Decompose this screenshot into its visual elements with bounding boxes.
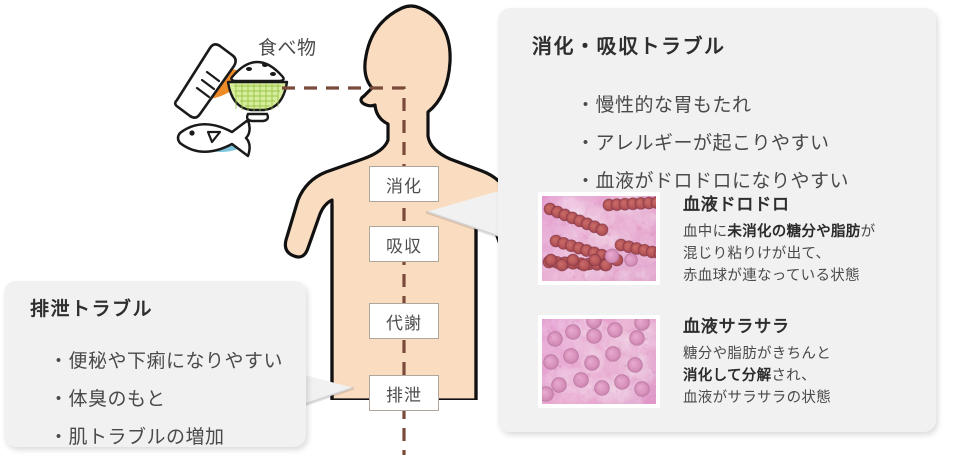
blood-sticky-heading: 血液ドロドロ — [683, 190, 875, 215]
list-item: ・慢性的な胃もたれ — [576, 90, 849, 117]
right-panel-pointer — [424, 188, 504, 248]
blood-sticky-line-2: 赤血球が連なっている状態 — [683, 265, 875, 287]
blood-sticky-line-0: 血中に未消化の糖分や脂肪が — [683, 221, 875, 243]
blood-smooth-line-2: 血液がサラサラの状態 — [683, 387, 831, 409]
left-panel-bullet-list: ・便秘や下痢になりやすい ・体臭のもと ・肌トラブルの増加 — [9, 346, 283, 460]
blood-smooth-line-1: 消化して分解され、 — [683, 365, 831, 387]
list-item: ・アレルギーが起こりやすい — [576, 128, 849, 155]
blood-smooth-heading: 血液サラサラ — [683, 312, 831, 337]
blood-sticky-text-block: 血液ドロドロ 血中に未消化の糖分や脂肪が 混じり粘りけが出て、 赤血球が連なって… — [683, 190, 875, 287]
list-item: ・血液がドロドロになりやすい — [576, 166, 849, 193]
blood-sticky-line-1: 混じり粘りけが出て、 — [683, 243, 875, 265]
list-item: ・便秘や下痢になりやすい — [49, 346, 283, 373]
blood-smooth-line-0: 糖分や脂肪がきちんと — [683, 343, 831, 365]
right-panel-title: 消化・吸収トラブル — [532, 30, 726, 59]
list-item: ・体臭のもと — [49, 384, 283, 411]
blood-healthy-microscope-image — [538, 315, 660, 408]
rice-bowl-foot-icon — [247, 114, 268, 121]
blood-smooth-text-block: 血液サラサラ 糖分や脂肪がきちんと 消化して分解され、 血液がサラサラの状態 — [683, 312, 831, 409]
blood-rouleaux-microscope-image — [538, 192, 660, 285]
right-panel-bullet-list: ・慢性的な胃もたれ ・アレルギーが起こりやすい ・血液がドロドロになりやすい — [536, 90, 849, 204]
left-panel-title: 排泄トラブル — [30, 294, 153, 321]
list-item: ・肌トラブルの増加 — [49, 422, 283, 449]
process-box-metabolism[interactable]: 代謝 — [369, 303, 439, 339]
process-box-excretion[interactable]: 排泄 — [369, 375, 439, 411]
rice-top-icon — [231, 62, 283, 81]
